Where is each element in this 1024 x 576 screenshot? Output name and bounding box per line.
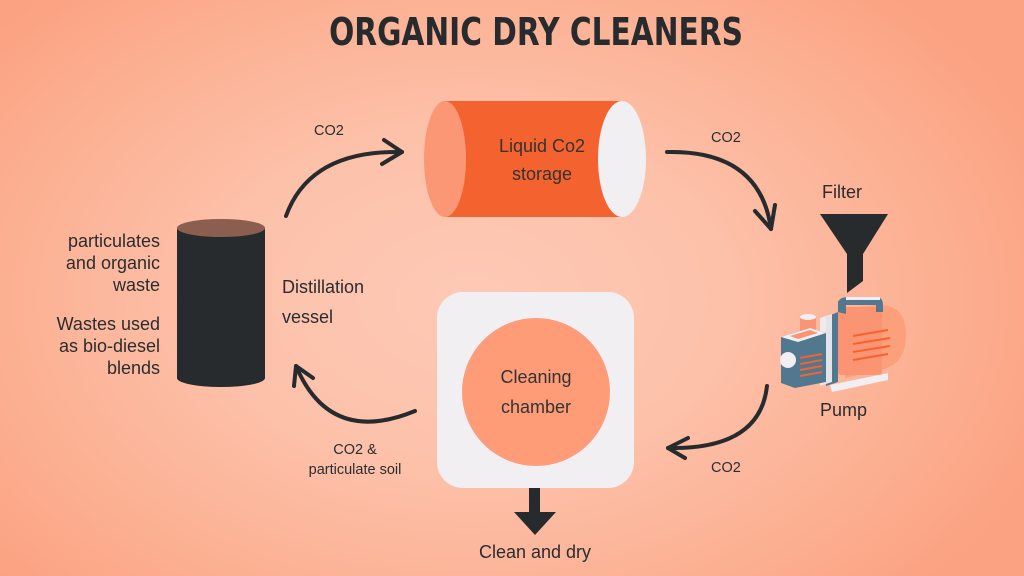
chamber-label-line1: Cleaning [500,367,572,387]
arrow-chamber-to-vessel [292,364,417,424]
arrow-label-chamber-to-vessel: CO2 & particulate soil [308,442,402,478]
storage-label-line2: storage [511,164,573,184]
waste-note-biodiesel: Wastes used as bio-diesel blends [56,314,160,378]
arrow-vessel-to-storage [284,138,404,218]
arrow-label-storage-to-pump: CO2 [711,130,741,146]
output-label: Clean and dry [478,542,592,562]
vessel-label-line1: Distillation [282,277,365,297]
arrow-storage-to-pump [665,149,777,231]
waste-note-particulates: particulates and organic waste [65,231,160,295]
diagram-title: ORGANIC DRY CLEANERS [329,10,743,54]
vessel-label-line2: vessel [282,307,334,327]
storage-label-line1: Liquid Co2 [498,136,586,156]
arrow-label-pump-to-chamber: CO2 [711,460,741,476]
pump-label: Pump [820,400,868,420]
arrow-pump-to-chamber [666,384,769,460]
chamber-label-line2: chamber [500,397,572,417]
filter-label: Filter [822,182,862,202]
arrow-label-vessel-to-storage: CO2 [314,123,344,139]
chamber-circle: Cleaning chamber [462,318,610,466]
